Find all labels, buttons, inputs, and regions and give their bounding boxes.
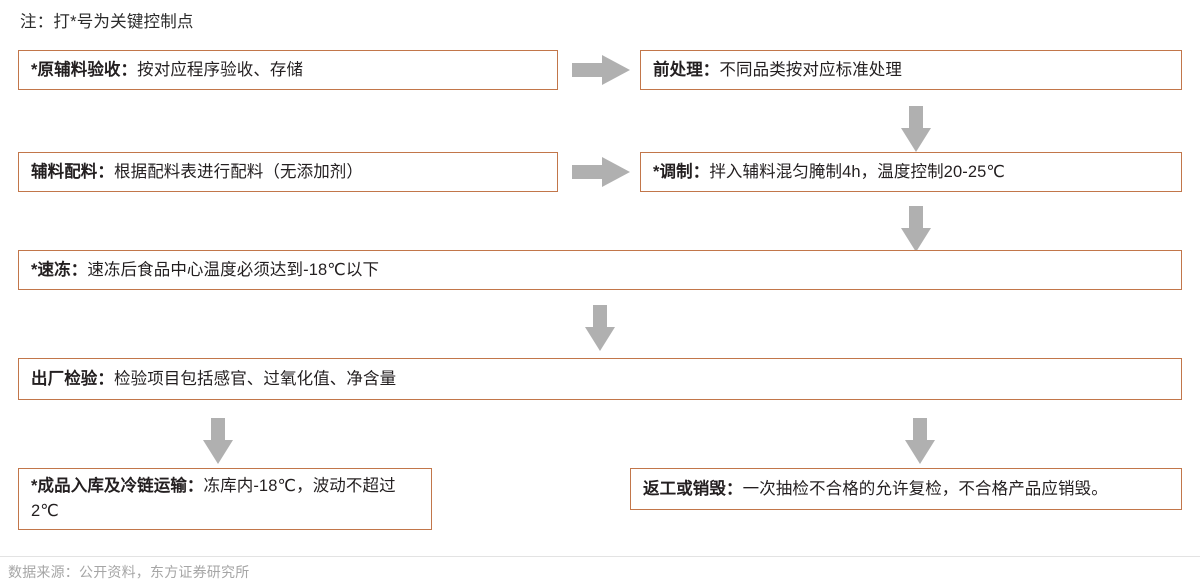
arrow-down-pretreatment-to-seasoning: [901, 106, 931, 152]
arrow-head: [602, 157, 630, 187]
node-label: *速冻：速冻后食品中心温度必须达到-18℃以下: [31, 260, 380, 279]
node-factory-inspection[interactable]: 出厂检验：检验项目包括感官、过氧化值、净含量: [18, 358, 1182, 400]
arrow-head: [602, 55, 630, 85]
arrow-head: [585, 327, 615, 351]
arrow-down-freezing-to-inspection: [585, 305, 615, 351]
node-label: 前处理：不同品类按对应标准处理: [653, 60, 903, 79]
arrow-shaft: [593, 305, 607, 329]
arrow-head: [905, 440, 935, 464]
arrow-right-acceptance-to-pretreatment: [572, 55, 630, 85]
arrow-shaft: [909, 206, 923, 230]
node-rework-or-destroy[interactable]: 返工或销毁：一次抽检不合格的允许复检，不合格产品应销毁。: [630, 468, 1182, 510]
node-label: *成品入库及冷链运输：冻库内-18℃，波动不超过2℃: [31, 477, 396, 520]
arrow-down-seasoning-to-freezing: [901, 206, 931, 252]
arrow-head: [203, 440, 233, 464]
node-storage-cold-chain[interactable]: *成品入库及冷链运输：冻库内-18℃，波动不超过2℃: [18, 468, 432, 530]
arrow-shaft: [913, 418, 927, 442]
node-label: *原辅料验收：按对应程序验收、存储: [31, 60, 304, 79]
arrow-head: [901, 128, 931, 152]
arrow-right-ingredients-to-seasoning: [572, 157, 630, 187]
arrow-shaft: [572, 63, 604, 77]
arrow-shaft: [211, 418, 225, 442]
node-label: *调制：拌入辅料混匀腌制4h，温度控制20-25℃: [653, 162, 1006, 181]
node-seasoning[interactable]: *调制：拌入辅料混匀腌制4h，温度控制20-25℃: [640, 152, 1182, 192]
arrow-shaft: [572, 165, 604, 179]
node-label: 返工或销毁：一次抽检不合格的允许复检，不合格产品应销毁。: [643, 479, 1108, 498]
node-quick-freezing[interactable]: *速冻：速冻后食品中心温度必须达到-18℃以下: [18, 250, 1182, 290]
arrow-down-inspection-to-rework: [905, 418, 935, 464]
node-label: 出厂检验：检验项目包括感官、过氧化值、净含量: [31, 369, 397, 388]
node-label: 辅料配料：根据配料表进行配料（无添加剂）: [31, 162, 363, 181]
node-raw-material-acceptance[interactable]: *原辅料验收：按对应程序验收、存储: [18, 50, 558, 90]
arrow-down-inspection-to-storage: [203, 418, 233, 464]
arrow-head: [901, 228, 931, 252]
legend-note: 注：打*号为关键控制点: [20, 13, 194, 31]
data-source-note: 数据来源：公开资料，东方证券研究所: [8, 564, 250, 580]
node-pre-treatment[interactable]: 前处理：不同品类按对应标准处理: [640, 50, 1182, 90]
node-auxiliary-ingredients[interactable]: 辅料配料：根据配料表进行配料（无添加剂）: [18, 152, 558, 192]
arrow-shaft: [909, 106, 923, 130]
footer-divider: [0, 556, 1200, 557]
